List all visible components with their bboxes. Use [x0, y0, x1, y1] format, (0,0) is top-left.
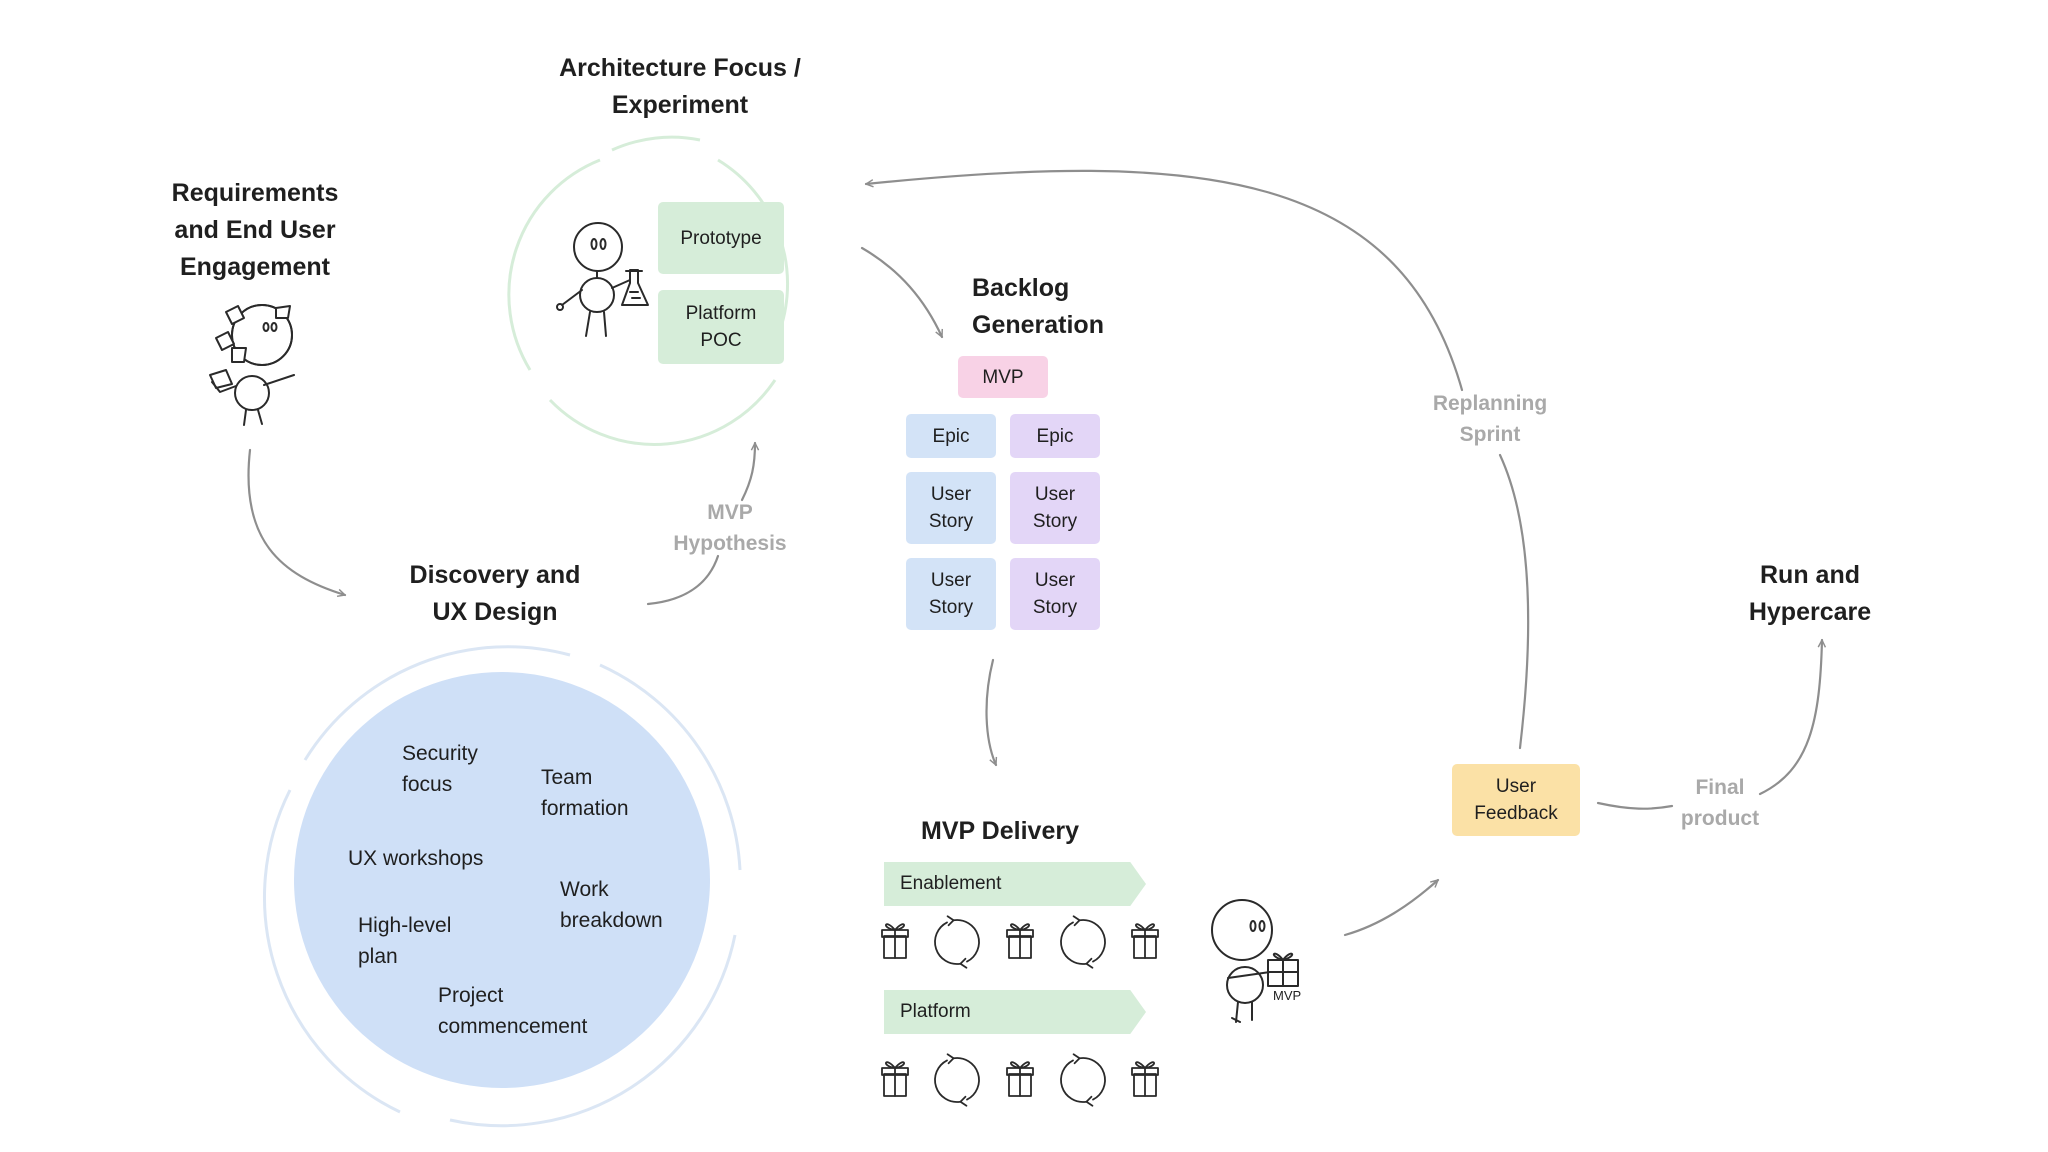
- architecture-figure-illustration: [556, 222, 649, 337]
- stage-title-backlog: Backlog Generation: [972, 274, 1104, 339]
- feedback-to-final-arrow: [1596, 801, 1674, 810]
- stage-title-architecture: Architecture Focus / Experiment: [559, 54, 801, 119]
- backlog-epic-card: Epic: [906, 414, 996, 458]
- flow-label-replanning: Replanning Sprint: [1432, 392, 1548, 446]
- discovery-item: Work breakdown: [560, 878, 663, 932]
- delivery-lane-enablement: Enablement: [884, 862, 1146, 906]
- prototype-card: Prototype: [658, 202, 784, 274]
- cycle-icon: [934, 915, 980, 969]
- architecture-to-backlog-arrow: [860, 246, 944, 337]
- cycle-icon: [1060, 915, 1106, 969]
- requirements-figure-illustration: [209, 304, 295, 426]
- discovery-to-hypothesis-arrow: [646, 554, 720, 606]
- discovery-circle: [294, 672, 710, 1088]
- delivery-mvp-tag: MVP: [1273, 988, 1302, 1003]
- discovery-item: Security focus: [402, 742, 478, 796]
- feedback-to-replanning-arrow: [1498, 453, 1530, 750]
- requirements-to-discovery-arrow: [247, 448, 345, 595]
- stage-title-requirements: Requirements and End User Engagement: [171, 179, 339, 281]
- hypothesis-to-architecture-arrow: [740, 441, 755, 502]
- user-feedback-card: User Feedback: [1452, 764, 1580, 836]
- gift-icon: [1131, 1061, 1159, 1097]
- delivery-figure-illustration: [1211, 899, 1299, 1023]
- flow-label-final-product: Final product: [1680, 776, 1760, 830]
- discovery-item: Project commencement: [438, 984, 588, 1038]
- discovery-item: UX workshops: [348, 847, 484, 870]
- delivery-to-feedback-arrow: [1343, 878, 1438, 937]
- discovery-item: High-level plan: [358, 914, 452, 968]
- flow-label-mvp-hypothesis: MVP Hypothesis: [673, 501, 787, 555]
- stage-title-delivery: MVP Delivery: [921, 817, 1079, 845]
- replanning-to-architecture-arrow: [866, 169, 1464, 392]
- cycle-icon: [1060, 1053, 1106, 1107]
- gift-icon: [881, 1061, 909, 1097]
- final-to-run-arrow: [1758, 638, 1822, 796]
- backlog-user-story-card: User Story: [906, 558, 996, 630]
- stage-title-discovery: Discovery and UX Design: [409, 561, 581, 626]
- gift-icon: [1006, 923, 1034, 959]
- backlog-user-story-card: User Story: [1010, 472, 1100, 544]
- backlog-epic-card: Epic: [1010, 414, 1100, 458]
- backlog-mvp-card: MVP: [958, 356, 1048, 398]
- backlog-to-delivery-arrow: [985, 658, 996, 765]
- delivery-lane-platform: Platform: [884, 990, 1146, 1034]
- cycle-icon: [934, 1053, 980, 1107]
- gift-icon: [881, 923, 909, 959]
- stage-title-run: Run and Hypercare: [1748, 561, 1872, 626]
- backlog-user-story-card: User Story: [1010, 558, 1100, 630]
- gift-icon: [1006, 1061, 1034, 1097]
- platform-poc-card: Platform POC: [658, 290, 784, 364]
- gift-icon: [1131, 923, 1159, 959]
- backlog-user-story-card: User Story: [906, 472, 996, 544]
- discovery-cycle-ring: [263, 645, 742, 1128]
- discovery-item: Team formation: [541, 766, 629, 820]
